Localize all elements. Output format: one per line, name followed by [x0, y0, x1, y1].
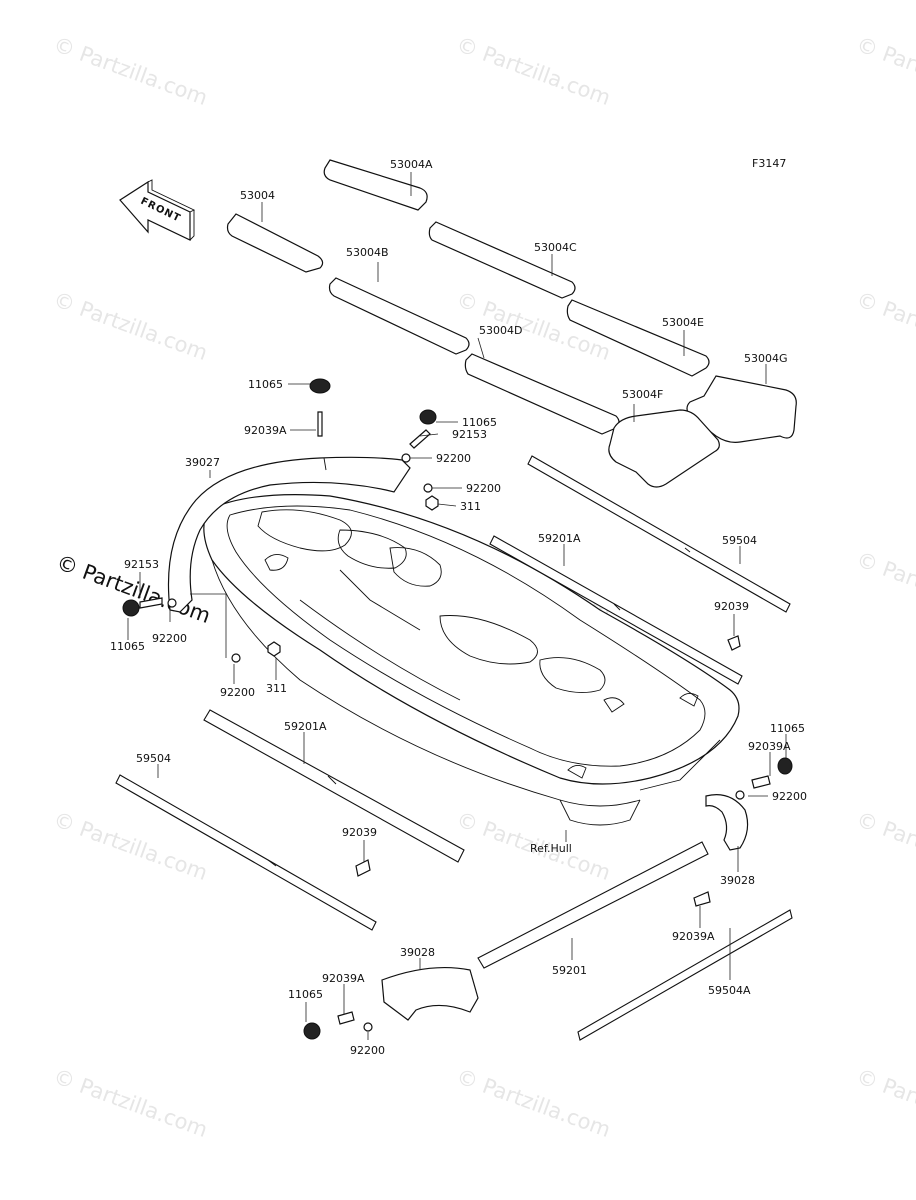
- watermark: © Partzilla.com: [853, 32, 916, 110]
- cap-11065-icon: [309, 378, 331, 394]
- watermark: © Partzilla.com: [853, 1064, 916, 1142]
- callout-label: 311: [460, 500, 481, 513]
- rivet-92039-icon: [355, 859, 371, 877]
- watermark: © Partzilla.com: [50, 32, 210, 110]
- rail-59504-upper: [527, 455, 791, 613]
- callout-label: 39027: [185, 456, 220, 469]
- cap-11065-icon: [777, 757, 793, 775]
- cap-11065-icon: [303, 1022, 321, 1040]
- callout-label: 39028: [720, 874, 755, 887]
- rivet-92039A-icon: [693, 891, 711, 907]
- rivet-92039A-icon: [751, 775, 771, 789]
- callout-label: 53004A: [390, 158, 433, 171]
- washer-92200-icon: [423, 483, 433, 493]
- fasteners: [122, 378, 793, 1040]
- watermark: © Partzilla.com: [50, 287, 210, 365]
- washer-92200-icon: [167, 598, 177, 608]
- callout-label: 53004: [240, 189, 275, 202]
- callout-label: 59201: [552, 964, 587, 977]
- rivet-92039-icon: [727, 635, 741, 651]
- leader-lines: [127, 172, 787, 1040]
- washer-92200-icon: [735, 790, 745, 800]
- callout-label: 53004D: [479, 324, 522, 337]
- watermark: © Partzilla.com: [853, 287, 916, 365]
- callout-label: 92039A: [244, 424, 287, 437]
- watermark: © Partzilla.com: [853, 807, 916, 885]
- callout-label: 92153: [124, 558, 159, 571]
- rail-59504A: [577, 909, 793, 1041]
- screw-92153-icon: [409, 429, 431, 449]
- bumper-39028-lower: [381, 966, 479, 1021]
- callout-label: 11065: [770, 722, 805, 735]
- callout-label: 11065: [462, 416, 497, 429]
- callout-label: 92039: [342, 826, 377, 839]
- callout-label: 59504A: [708, 984, 751, 997]
- rail-59201A-lower: [203, 709, 465, 863]
- callout-label: 11065: [288, 988, 323, 1001]
- callout-label: Ref.Hull: [530, 842, 572, 855]
- callout-label: 92200: [436, 452, 471, 465]
- rub-rails: [115, 455, 793, 1041]
- callout-label: 53004F: [622, 388, 663, 401]
- bumper-39027: [167, 456, 411, 613]
- rail-59201: [477, 841, 709, 969]
- figure-code: F3147: [752, 157, 786, 170]
- callout-label: 92200: [350, 1044, 385, 1057]
- mat-53004E: [566, 299, 710, 377]
- callout-label: 59201A: [538, 532, 581, 545]
- watermark: © Partzilla.com: [453, 32, 613, 110]
- callout-label: 92039A: [322, 972, 365, 985]
- callout-label: 59201A: [284, 720, 327, 733]
- watermark: © Partzilla.com: [853, 547, 916, 625]
- washer-92200-icon: [363, 1022, 373, 1032]
- callout-label: 11065: [248, 378, 283, 391]
- mat-53004: [226, 213, 324, 273]
- callout-label: 53004G: [744, 352, 788, 365]
- callout-label: 53004B: [346, 246, 389, 259]
- rivet-92039A-icon: [337, 1011, 355, 1025]
- watermark: © Partzilla.com: [453, 1064, 613, 1142]
- rail-59504-lower: [115, 774, 377, 931]
- callout-label: 92039: [714, 600, 749, 613]
- bumper-39028-right: [705, 794, 749, 851]
- cap-11065-icon: [419, 409, 437, 425]
- mat-53004B: [328, 277, 470, 355]
- mat-53004G: [686, 375, 797, 443]
- callout-label: 311: [266, 682, 287, 695]
- rivet-92039A-icon: [317, 411, 323, 437]
- callout-label: 59504: [136, 752, 171, 765]
- front-arrow-icon: FRONT: [119, 179, 196, 241]
- screw-92153-icon: [139, 597, 163, 609]
- nut-311-icon: [267, 641, 281, 657]
- nut-311-icon: [425, 495, 439, 511]
- callout-label: 59504: [722, 534, 757, 547]
- deck-mats: [226, 159, 797, 488]
- mat-53004D: [464, 353, 620, 435]
- callout-label: 92200: [466, 482, 501, 495]
- callout-label: 53004C: [534, 241, 577, 254]
- washer-92200-icon: [231, 653, 241, 663]
- rail-59201A-upper: [489, 535, 743, 685]
- callout-label: 92039A: [672, 930, 715, 943]
- cap-11065-icon: [122, 599, 140, 617]
- mat-53004A: [323, 159, 428, 211]
- bumpers: [167, 456, 749, 1021]
- callout-label: 11065: [110, 640, 145, 653]
- washer-92200-icon: [401, 453, 411, 463]
- mat-53004C: [428, 221, 576, 299]
- callout-label: 39028: [400, 946, 435, 959]
- callout-label: 92039A: [748, 740, 791, 753]
- callout-label: 92200: [772, 790, 807, 803]
- callout-label: 92153: [452, 428, 487, 441]
- mat-53004F: [608, 409, 720, 488]
- callout-label: 92200: [220, 686, 255, 699]
- watermark: © Partzilla.com: [50, 1064, 210, 1142]
- hull: [203, 494, 740, 826]
- callout-labels: 53004A 53004 53004C 53004B 53004E 53004D…: [110, 158, 807, 1057]
- callout-label: 92200: [152, 632, 187, 645]
- callout-label: 53004E: [662, 316, 704, 329]
